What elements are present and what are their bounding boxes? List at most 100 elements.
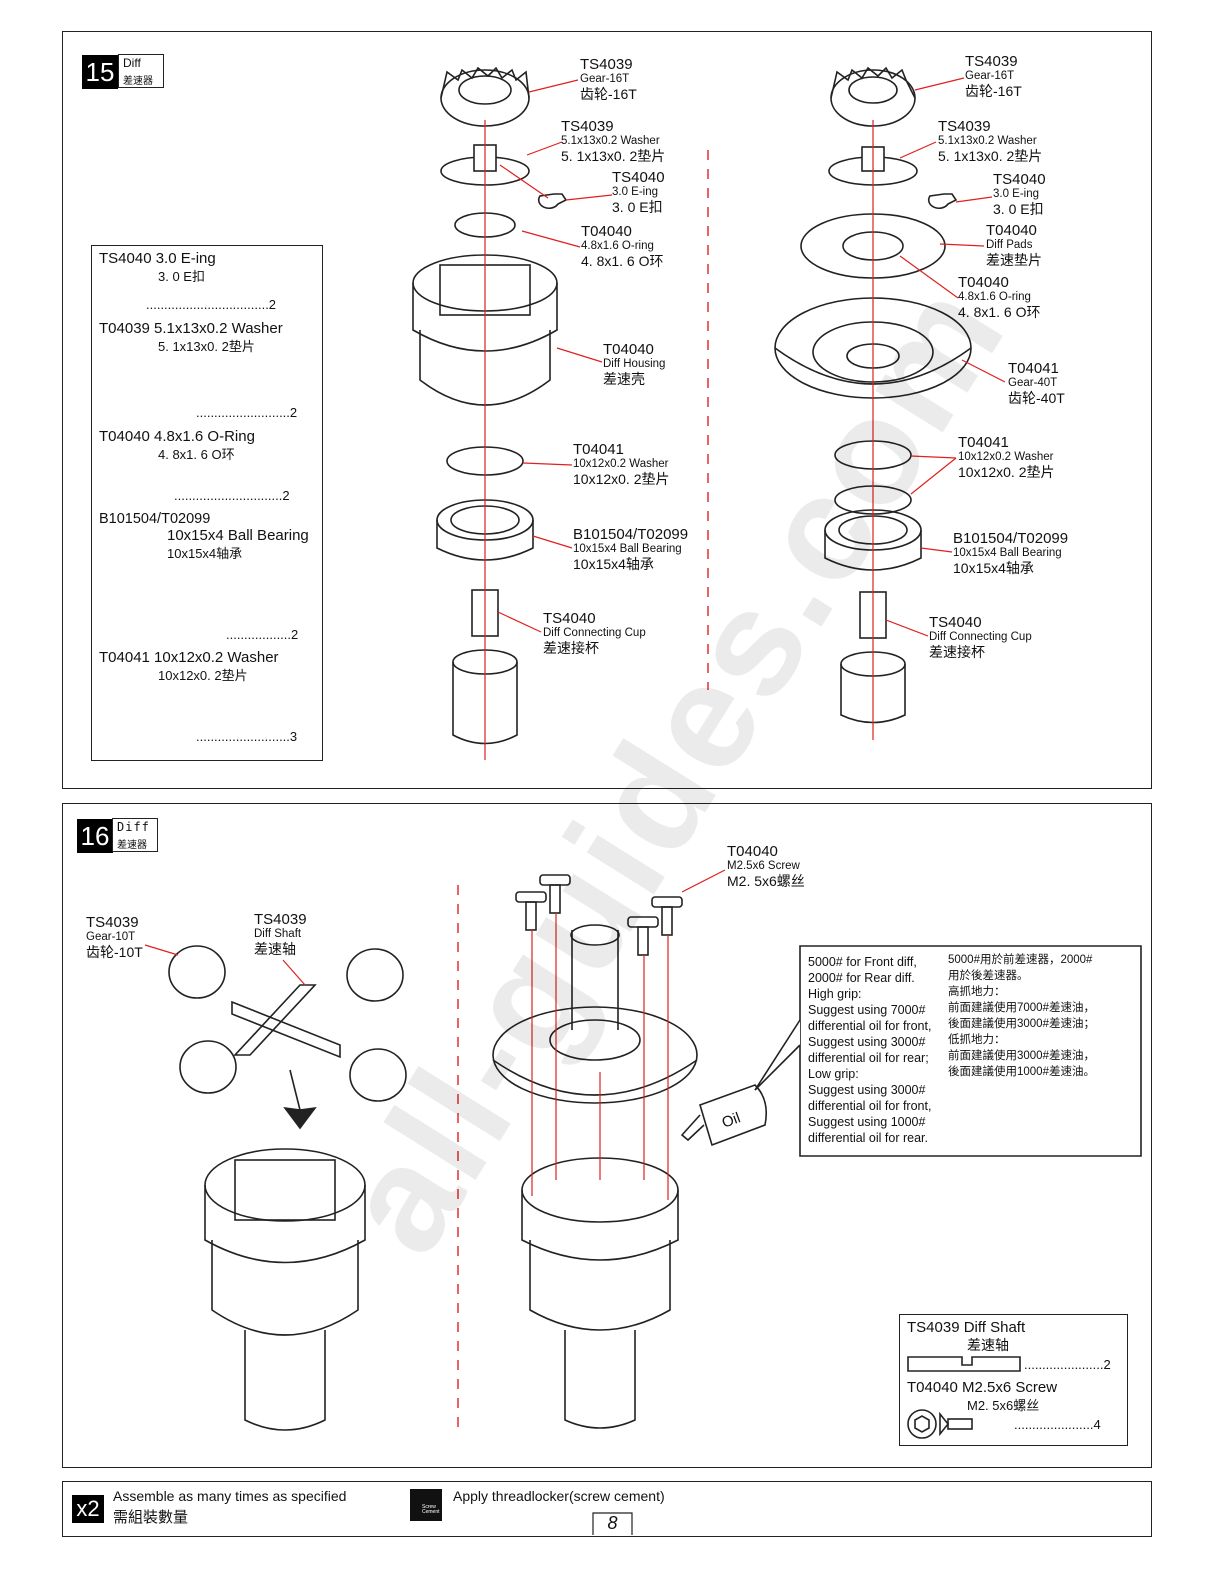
note-line: 用於後差速器。 <box>948 970 1029 982</box>
note-line: Suggest using 7000# <box>808 1003 926 1017</box>
note-line: 2000# for Rear diff. <box>808 971 915 985</box>
parts-list-item-qty: ..........................3 <box>196 729 298 744</box>
x2-description-en: Assemble as many times as specified <box>113 1488 347 1504</box>
gear-16t-right-drawing <box>830 66 916 127</box>
screw-head-icon <box>907 1409 937 1439</box>
note-line: 後面建議使用1000#差速油。 <box>948 1066 1095 1078</box>
parts-list-item-qty: ......................4 <box>1014 1417 1101 1432</box>
step-title-en: Diff <box>117 820 150 834</box>
parts-list-item-spec: 10x15x4 Ball Bearing <box>167 527 309 544</box>
screw-cement-icon: Screw Cement <box>410 1489 442 1521</box>
diff-housing-bottom-drawing <box>521 1157 679 1429</box>
parts-list-item-cn: 5. 1x13x0. 2垫片 <box>158 339 255 354</box>
diff-shaft-icon <box>907 1356 1021 1372</box>
screw-cement-icon-text: Screw Cement <box>422 1504 440 1515</box>
parts-list-item-qty: ..................................2 <box>146 297 277 312</box>
parts-list-item-cn: 10x15x4轴承 <box>167 546 243 561</box>
parts-list-item-qty: ......................2 <box>1024 1357 1111 1372</box>
step15-frame <box>62 31 1152 789</box>
section-dividers <box>457 150 709 1430</box>
parts-list-item-qty: ..........................2 <box>196 405 298 420</box>
note-line: Low grip: <box>808 1067 859 1081</box>
step-title-cn: 差速器 <box>123 76 153 87</box>
parts-list-item-name: B101504/T02099 <box>99 511 211 527</box>
parts-list-item-cn: 10x12x0. 2垫片 <box>158 668 248 683</box>
diff-assembly-drawing <box>492 924 698 1104</box>
parts-list-item-name: T04039 5.1x13x0.2 Washer <box>99 320 283 337</box>
parts-list-item-cn: 3. 0 E扣 <box>158 269 205 284</box>
note-line: differential oil for front, <box>808 1099 932 1113</box>
parts-list-item-name: TS4040 3.0 E-ing <box>99 250 216 267</box>
parts-list-step15: TS4040 3.0 E-ing 3. 0 E扣 ...............… <box>91 245 323 761</box>
parts-list-item-cn: M2. 5x6螺丝 <box>967 1398 1040 1413</box>
step-number: 15 <box>82 55 118 89</box>
x2-icon: x2 <box>72 1495 104 1523</box>
note-line: 5000# for Front diff, <box>808 955 917 969</box>
note-line: differential oil for rear. <box>808 1131 928 1145</box>
step-number: 16 <box>77 819 113 853</box>
parts-list-step16: TS4039 Diff Shaft 差速轴 ..................… <box>899 1314 1128 1446</box>
note-line: 低抓地力： <box>948 1034 1006 1046</box>
parts-list-item-cn: 差速轴 <box>967 1337 1009 1353</box>
note-line: 後面建議使用3000#差速油； <box>948 1018 1095 1030</box>
gear-16t-left-drawing <box>440 66 530 127</box>
step16-frame <box>62 803 1152 1468</box>
gear-10t-drawing <box>168 945 407 1102</box>
step-title-cn: 差速器 <box>117 840 147 851</box>
parts-list-item-qty: ..................2 <box>226 627 299 642</box>
step-title: Diff 差速器 <box>112 818 158 852</box>
page-number-tab <box>592 1512 633 1535</box>
parts-list-item-name: TS4039 Diff Shaft <box>907 1319 1026 1336</box>
step-title: Diff 差速器 <box>118 54 164 88</box>
diff-housing-16-drawing <box>204 1148 366 1431</box>
note-line: 前面建議使用3000#差速油， <box>948 1050 1095 1062</box>
parts-list-item-name: T04040 4.8x1.6 O-Ring <box>99 428 255 445</box>
screw-cement-description: Apply threadlocker(screw cement) <box>453 1488 665 1504</box>
e-ring-right-drawing <box>927 193 958 209</box>
note-box <box>799 945 1142 1157</box>
note-line: Suggest using 3000# <box>808 1083 926 1097</box>
note-line: 前面建議使用7000#差速油， <box>948 1002 1095 1014</box>
note-line: differential oil for front, <box>808 1019 932 1033</box>
step-title-en: Diff <box>123 56 141 70</box>
parts-list-item-name: T04041 10x12x0.2 Washer <box>99 649 279 666</box>
oil-bottle-drawing <box>680 1084 768 1147</box>
x2-description-cn: 需組裝數量 <box>113 1509 189 1526</box>
page-number: 8 <box>607 1513 618 1533</box>
note-line: 高抓地力： <box>948 986 1006 998</box>
screws-drawing <box>515 874 683 956</box>
parts-list-item-qty: ..............................2 <box>174 488 290 503</box>
parts-list-item-cn: 4. 8x1. 6 O环 <box>158 447 235 462</box>
note-line: 5000#用於前差速器，2000# <box>948 954 1093 966</box>
note-line: Suggest using 1000# <box>808 1115 926 1129</box>
parts-list-item-name: T04040 M2.5x6 Screw <box>907 1379 1058 1396</box>
footer-frame <box>62 1481 1152 1537</box>
note-line: Suggest using 3000# <box>808 1035 926 1049</box>
e-ring-left-drawing <box>537 193 568 209</box>
diff-shaft-drawing <box>231 984 341 1059</box>
arrow-down-icon <box>283 1069 317 1130</box>
note-line: differential oil for rear; <box>808 1051 929 1065</box>
note-line: High grip: <box>808 987 862 1001</box>
